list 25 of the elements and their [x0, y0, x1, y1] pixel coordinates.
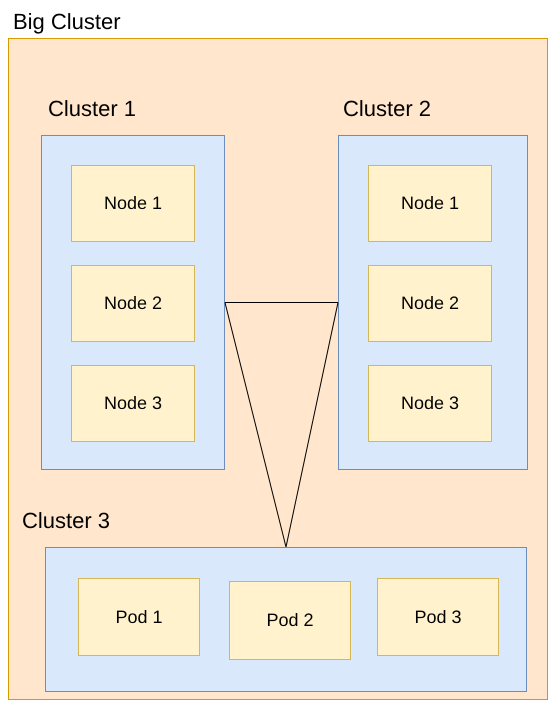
cluster-heading: Cluster 1 [48, 96, 136, 122]
connector-line [224, 302, 338, 303]
node-label: Pod 1 [115, 606, 163, 628]
cluster-heading: Cluster 3 [22, 508, 110, 534]
node-label: Node 3 [104, 393, 162, 414]
node-label: Node 3 [400, 393, 460, 414]
node-box [71, 365, 195, 442]
cluster-heading: Big Cluster [13, 9, 121, 35]
node-box [368, 265, 492, 342]
node-box [377, 578, 499, 656]
node-box [78, 578, 200, 656]
node-label: Pod 3 [414, 606, 462, 628]
node-label: Node 2 [400, 293, 460, 314]
connector-line [286, 302, 338, 548]
node-box [71, 265, 195, 342]
node-label: Pod 2 [266, 610, 314, 631]
node-box [71, 165, 195, 242]
node-box [368, 365, 492, 442]
node-label: Node 1 [400, 193, 460, 214]
node-label: Node 1 [104, 193, 162, 214]
node-box [368, 165, 492, 242]
node-box [229, 581, 351, 660]
node-label: Node 2 [104, 293, 162, 314]
cluster-heading: Cluster 2 [343, 96, 432, 122]
connector-line [224, 302, 286, 548]
